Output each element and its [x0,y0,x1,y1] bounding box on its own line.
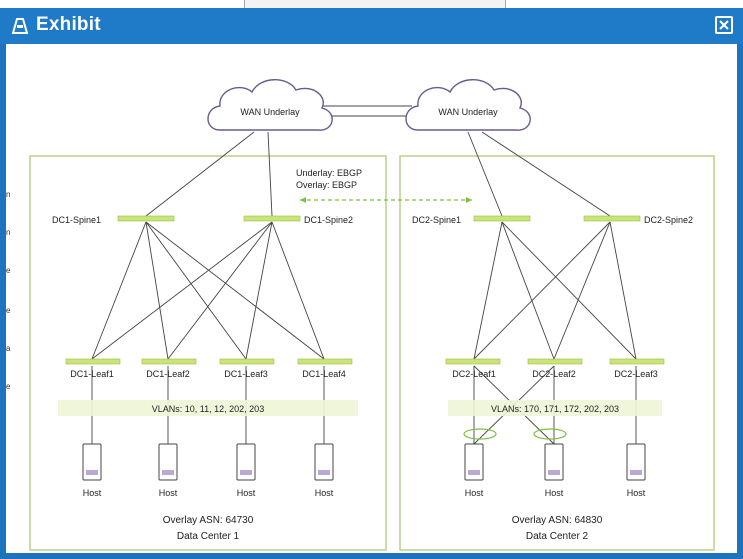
network-diagram: Underlay: EBGP Overlay: EBGP WAN Underla… [29,79,715,551]
wan-cloud-left: WAN Underlay [207,79,333,131]
clipped-text: e [6,306,11,315]
host-drive-icon [86,470,98,475]
clipped-text: e [6,266,11,275]
wan-underlay-label: WAN Underlay [438,107,498,117]
dc1-leaf3-label: DC1-Leaf3 [224,369,268,379]
dc2-spine1-label: DC2-Spine1 [412,215,461,225]
host-label: Host [545,488,564,498]
dc1-name-label: Data Center 1 [177,531,240,542]
dc2-leaf2-label: DC2-Leaf2 [532,369,576,379]
exhibit-window: Exhibit n n e e a e [0,8,743,559]
dc2-leaf1-switch [445,358,501,365]
dc2-leaf1-label: DC2-Leaf1 [452,369,496,379]
arrow-left-icon [300,197,306,203]
dc1-vlans-label: VLANs: 10, 11, 12, 202, 203 [152,404,264,414]
underlay-protocol-label: Underlay: EBGP [296,168,362,178]
host-label: Host [315,488,334,498]
wan-underlay-label: WAN Underlay [240,107,300,117]
dc1-leaf2-label: DC1-Leaf2 [146,369,190,379]
clipped-text: e [6,382,11,391]
dc2-spine2-label: DC2-Spine2 [644,215,693,225]
host-label: Host [159,488,178,498]
dc2-spine2-switch [583,215,641,222]
dc2-vlan-band [448,400,662,416]
dc2-leaf3-switch [609,358,665,365]
dc1-spine1-label: DC1-Spine1 [52,215,101,225]
dc2-vlans-label: VLANs: 170, 171, 172, 202, 203 [491,404,619,414]
esi-link-oval [463,428,497,440]
data-center-2-box [399,155,715,551]
dc1-spine2-label: DC1-Spine2 [304,215,353,225]
dc1-spine2-switch [243,215,301,222]
dc1-leaf4-switch [297,358,353,365]
overlay-protocol-label: Overlay: EBGP [296,180,357,190]
clipped-text: n [6,228,11,237]
host-drive-icon [468,470,480,475]
host-drive-icon [162,470,174,475]
data-center-1-box [29,155,387,551]
link-lines [91,105,637,445]
arrow-right-icon [466,197,472,203]
host-drive-icon [548,470,560,475]
dc2-spine1-switch [473,215,531,222]
close-icon [719,20,729,30]
close-button[interactable] [715,16,733,34]
host-label: Host [237,488,256,498]
dc1-spine1-switch [117,215,175,222]
dc1-vlan-band [58,400,358,416]
dc1-leaf3-switch [219,358,275,365]
dc2-name-label: Data Center 2 [526,531,589,542]
exhibit-content: n n e e a e [6,44,737,553]
exhibit-icon [11,18,29,34]
dc1-leaf4-label: DC1-Leaf4 [302,369,346,379]
host-drive-icon [240,470,252,475]
clipped-text: n [6,190,11,199]
title-bar: Exhibit [0,8,743,44]
dc2-leaf3-label: DC2-Leaf3 [614,369,658,379]
esi-link-oval [533,428,567,440]
host-drive-icon [630,470,642,475]
host-label: Host [465,488,484,498]
dc2-asn-label: Overlay ASN: 64830 [512,515,603,526]
host-label: Host [83,488,102,498]
host-drive-icon [318,470,330,475]
clipped-text: a [6,344,11,353]
dc1-leaf2-switch [141,358,197,365]
dc1-leaf1-switch [65,358,121,365]
dc1-leaf1-label: DC1-Leaf1 [70,369,114,379]
window-title: Exhibit [36,14,101,35]
wan-cloud-right: WAN Underlay [405,79,531,131]
dc1-asn-label: Overlay ASN: 64730 [163,515,254,526]
host-label: Host [627,488,646,498]
dc2-leaf2-switch [527,358,583,365]
